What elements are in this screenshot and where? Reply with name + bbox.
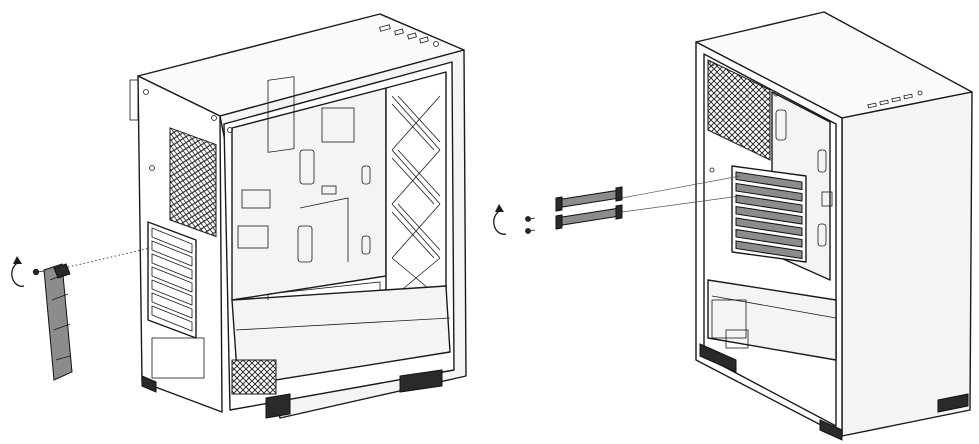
left-case (129, 13, 467, 419)
pci-slot (735, 194, 803, 214)
right-rear-exhaust-mesh (707, 59, 771, 161)
screw-icon (525, 228, 536, 234)
case-foot (699, 343, 737, 373)
assembly-guide-line (63, 247, 151, 269)
left-removed-slot-cover (11, 247, 151, 381)
pci-slot (151, 266, 193, 293)
cable-cutout (299, 149, 315, 185)
pci-slot (735, 217, 803, 237)
pci-slot (151, 253, 193, 280)
pci-slot (151, 240, 193, 267)
pci-slot (151, 292, 193, 319)
front-fan-bracket (385, 71, 447, 301)
pci-slot (735, 228, 803, 248)
rotate-counterclockwise-icon (11, 256, 25, 287)
cable-cutout (267, 76, 295, 153)
right-case-pci-slots (731, 165, 807, 263)
right-removed-slot-covers (493, 175, 741, 235)
case-foot (937, 393, 969, 413)
case-foot (819, 419, 843, 441)
assembly-guide-line (621, 195, 741, 213)
rotate-counterclockwise-icon (493, 204, 507, 235)
psu-shroud (231, 285, 451, 387)
left-case-pci-slots (147, 221, 197, 339)
cable-cutout (241, 189, 271, 209)
pci-slot (151, 227, 193, 254)
pci-slot (151, 305, 193, 332)
gpu-bracket (299, 197, 349, 262)
screw-icon (525, 216, 536, 222)
pci-slot (735, 240, 803, 260)
case-foot (265, 393, 291, 419)
right-case (695, 11, 973, 441)
psu-opening (151, 337, 205, 379)
cable-cutout (297, 225, 313, 263)
right-case-side-panel (841, 91, 973, 437)
rear-exhaust-mesh (169, 127, 217, 238)
label-tag (321, 185, 337, 195)
pci-slot (735, 205, 803, 225)
bottom-mesh (231, 359, 277, 395)
slot-cover-bar (555, 204, 623, 230)
assembly-guide-line (621, 175, 741, 199)
cable-cutout (237, 225, 269, 249)
pci-slot (735, 182, 803, 202)
screw-icon (32, 268, 45, 276)
left-case-top-io (379, 24, 439, 47)
case-foot (399, 369, 443, 393)
right-case-top-io (867, 90, 923, 109)
pci-slot (151, 279, 193, 306)
slot-cover-plate (43, 263, 73, 381)
slot-cover-bar (555, 186, 623, 212)
case-foot (141, 375, 157, 393)
cpu-cutout (321, 107, 355, 143)
